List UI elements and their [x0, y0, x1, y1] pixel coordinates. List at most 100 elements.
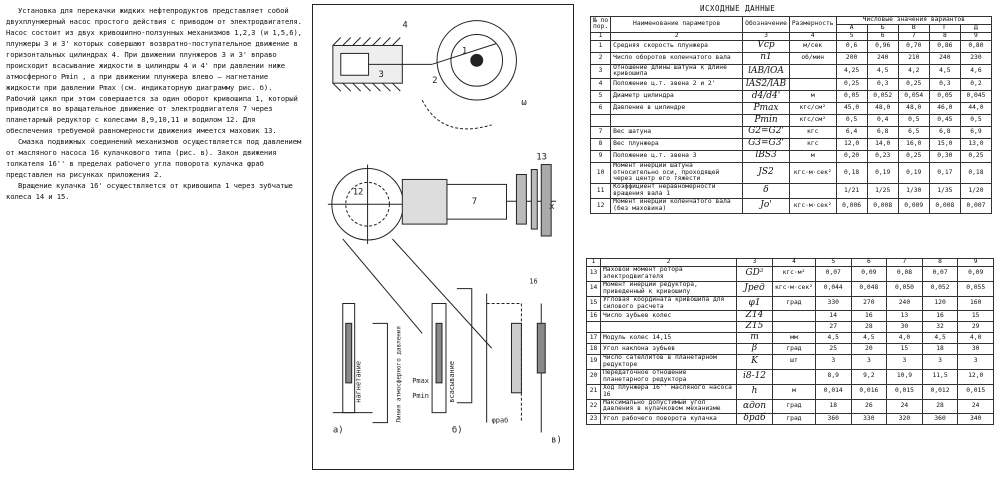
value-cell: 6,8 [866, 125, 899, 139]
index-cell: 3 [742, 31, 790, 41]
value-cell: 4,0 [957, 332, 994, 345]
table-title: ИСХОДНЫЕ ДАННЫЕ [700, 4, 776, 13]
value-cell: 27 [814, 321, 852, 334]
param-unit [772, 368, 816, 385]
index-cell: 9 [957, 258, 994, 267]
top-flywheel [421, 20, 517, 130]
label-n12: 12 [353, 187, 364, 197]
param-unit: шт [772, 354, 816, 370]
row-number: 17 [586, 332, 601, 345]
value-cell: 0,5 [959, 114, 993, 127]
label-pmax: Pmax [412, 377, 429, 385]
param-symbol: lBS3 [742, 149, 790, 163]
value-cell: 16 [921, 310, 959, 323]
value-cell: 240 [866, 51, 899, 65]
belt [342, 238, 492, 349]
value-cell: 4,5 [921, 332, 959, 345]
param-unit: кгс·м·сек² [788, 161, 837, 185]
param-name: Положение ц.т. звена 3 [610, 149, 744, 163]
param-name: Вес шатуна [610, 125, 744, 139]
param-symbol: n1 [742, 51, 790, 65]
row-number: 5 [589, 90, 612, 104]
row-number: 6 [589, 102, 612, 116]
param-unit: об/мин [788, 51, 837, 65]
value-cell: 25 [814, 343, 852, 356]
bottom-diagrams [332, 288, 546, 433]
value-cell: 48,0 [897, 102, 930, 116]
param-unit: град [772, 343, 816, 356]
row-number: 3 [589, 63, 612, 80]
label-vsas: всасывание [448, 361, 456, 403]
value-cell: 0,008 [928, 198, 961, 215]
param-symbol: Z15 [736, 321, 773, 334]
row-number: 2 [589, 51, 612, 65]
value-cell: 0,052 [866, 90, 899, 104]
value-cell: 320 [886, 413, 923, 426]
param-symbol: lAB/lOA [742, 63, 790, 80]
param-name: Момент инерции шатуна относительно оси, … [610, 161, 744, 185]
value-cell: 0,30 [928, 149, 961, 163]
value-cell: 0,20 [835, 149, 868, 163]
value-cell: 0,048 [850, 280, 888, 297]
value-cell: 0,050 [886, 280, 923, 297]
value-cell: 360 [814, 413, 852, 426]
value-cell: 0,6 [835, 39, 868, 53]
value-cell: 4,0 [886, 332, 923, 345]
value-cell: 0,055 [957, 280, 994, 297]
col-unit-header: Размерность [788, 16, 837, 33]
param-name: Коэффициент неравномерности вращения вал… [610, 183, 744, 200]
index-cell: 7 [897, 31, 930, 41]
value-cell: 30 [957, 343, 994, 356]
index-cell: 1 [589, 31, 612, 41]
value-cell: 200 [835, 51, 868, 65]
value-cell: 6,8 [928, 125, 961, 139]
param-unit: м [788, 90, 837, 104]
index-cell: 8 [928, 31, 961, 41]
param-unit [772, 321, 816, 334]
value-cell: 24 [886, 398, 923, 415]
value-cell: 13 [886, 310, 923, 323]
param-name: Ход плунжера 16'' масляного насоса 16 [600, 383, 737, 400]
param-name: Давление в цилиндре [610, 102, 744, 116]
value-cell: 0,008 [866, 198, 899, 215]
param-symbol: m [736, 332, 773, 345]
label-omega: ω [521, 98, 527, 108]
param-unit: кгс [788, 125, 837, 139]
input-data-table-top: № по пор. Наименование параметров Обозна… [589, 16, 993, 215]
value-cell: 0,052 [921, 280, 959, 297]
value-cell: 14,0 [866, 137, 899, 151]
param-symbol: GD² [736, 265, 773, 282]
param-unit: кгс [788, 137, 837, 151]
param-symbol: lAS2/lAB [742, 78, 790, 92]
value-cell: 3 [957, 354, 994, 370]
value-cell: 0,007 [959, 198, 993, 215]
top-cylinder [332, 37, 433, 92]
value-cell: 0,5 [835, 114, 868, 127]
col-num-header: № по пор. [589, 16, 612, 33]
row-number: 22 [586, 398, 601, 415]
value-cell: 0,25 [897, 149, 930, 163]
param-name: Угол рабочего поворота кулачка [600, 413, 737, 426]
value-cell: 0,19 [866, 161, 899, 185]
value-cell: 15 [957, 310, 994, 323]
col-param-header: Наименование параметров [610, 16, 744, 33]
value-cell: 230 [959, 51, 993, 65]
row-number: 19 [586, 354, 601, 370]
param-name: Маховой момент ротора электродвигателя [600, 265, 737, 282]
value-cell: 240 [928, 51, 961, 65]
index-cell: 5 [814, 258, 852, 267]
label-n1: 1 [462, 46, 467, 56]
value-cell: 0,05 [835, 90, 868, 104]
